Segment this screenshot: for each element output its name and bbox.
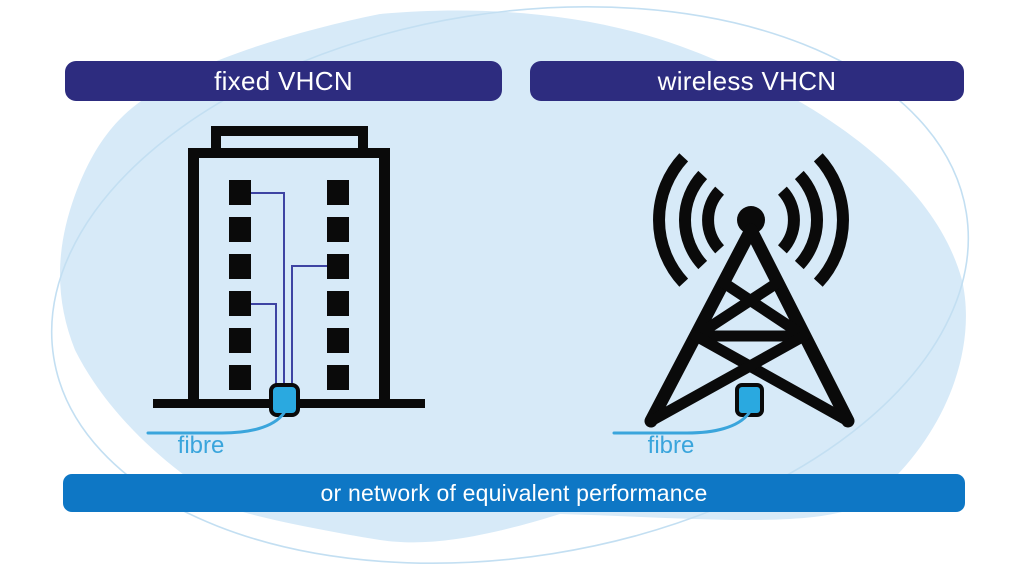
- radio-tower-icon: [644, 153, 855, 428]
- fibre-label-right: fibre: [647, 432, 695, 459]
- fibre-termination-box-right: [735, 383, 764, 417]
- fibre-label-left: fibre: [177, 432, 225, 459]
- fibre-cable-right: [612, 411, 751, 435]
- equivalent-performance-banner-label: or network of equivalent performance: [320, 479, 708, 506]
- decorative-ellipse-outline: [50, 5, 970, 565]
- fixed-vhcn-banner: fixed VHCN: [65, 61, 502, 101]
- signal-waves-right-icon: [777, 153, 849, 287]
- tower-legs: [644, 223, 855, 428]
- building-walls: [188, 148, 390, 404]
- fibre-riser-lines: [251, 192, 327, 388]
- antenna-dot: [737, 206, 765, 234]
- fibre-termination-box-left: [269, 383, 300, 417]
- building-windows: [229, 180, 349, 390]
- equivalent-performance-banner: or network of equivalent performance: [63, 474, 965, 512]
- wireless-vhcn-banner: wireless VHCN: [530, 61, 964, 101]
- fibre-cable-left: [146, 411, 286, 435]
- signal-waves-left-icon: [653, 153, 725, 287]
- building-icon: [153, 126, 425, 417]
- wireless-vhcn-banner-label: wireless VHCN: [657, 65, 837, 96]
- fixed-vhcn-banner-label: fixed VHCN: [214, 65, 353, 96]
- building-roof: [211, 126, 368, 152]
- tower-braces: [645, 277, 854, 427]
